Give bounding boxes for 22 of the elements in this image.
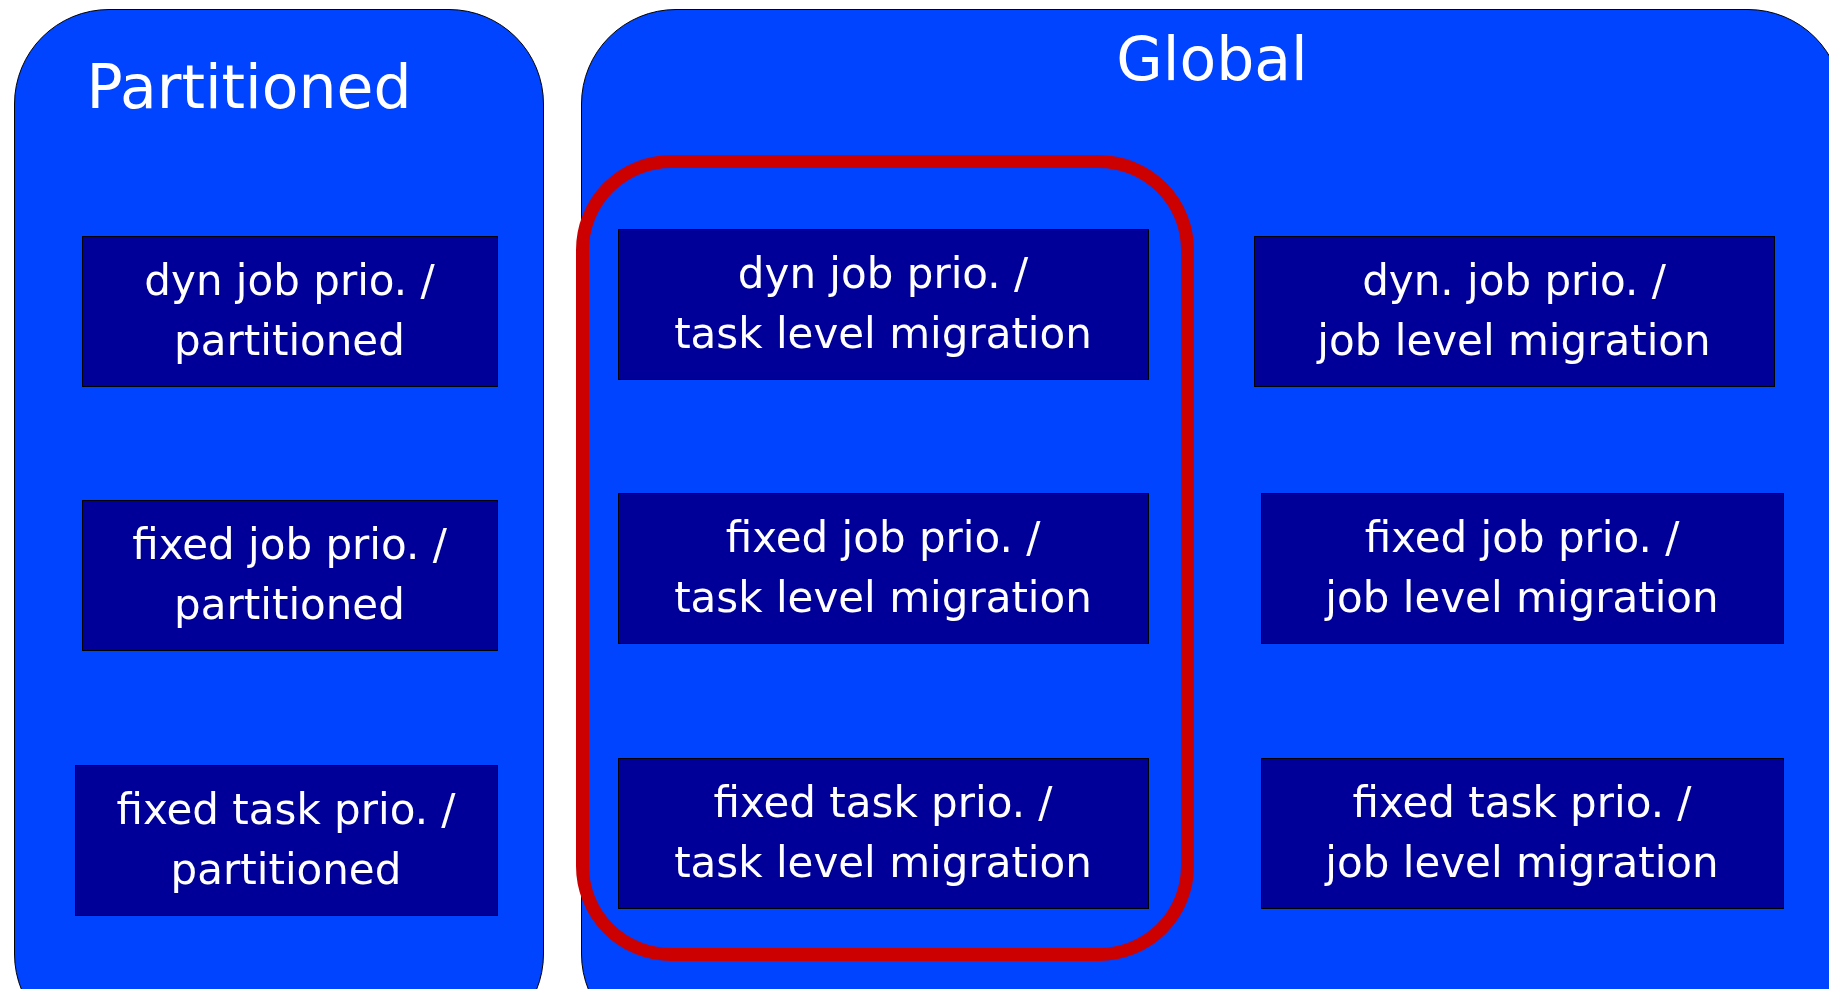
box-label: fixed task prio. / partitioned — [116, 784, 456, 896]
category-box — [1260, 492, 1784, 644]
box-label: fixed task prio. / task level migration — [674, 777, 1092, 889]
category-panel — [14, 9, 544, 989]
box-label: fixed job prio. / job level migration — [1325, 512, 1719, 624]
box-label: dyn job prio. / task level migration — [674, 248, 1092, 360]
box-label: fixed job prio. / partitioned — [132, 519, 447, 631]
highlight-outline — [575, 154, 1194, 961]
category-box — [1260, 757, 1784, 909]
category-box — [74, 764, 498, 916]
box-label: dyn job prio. / partitioned — [144, 255, 435, 367]
panel-title: Global — [1115, 24, 1309, 94]
category-box — [617, 757, 1149, 909]
box-label: dyn. job prio. / job level migration — [1317, 255, 1711, 367]
category-box — [617, 228, 1149, 380]
category-box — [81, 235, 498, 387]
box-label: fixed task prio. / job level migration — [1325, 777, 1719, 889]
box-label: fixed job prio. / task level migration — [674, 512, 1092, 624]
panel-title: Partitioned — [85, 52, 413, 122]
category-box — [1253, 235, 1775, 387]
category-box — [81, 499, 498, 651]
category-box — [617, 492, 1149, 644]
